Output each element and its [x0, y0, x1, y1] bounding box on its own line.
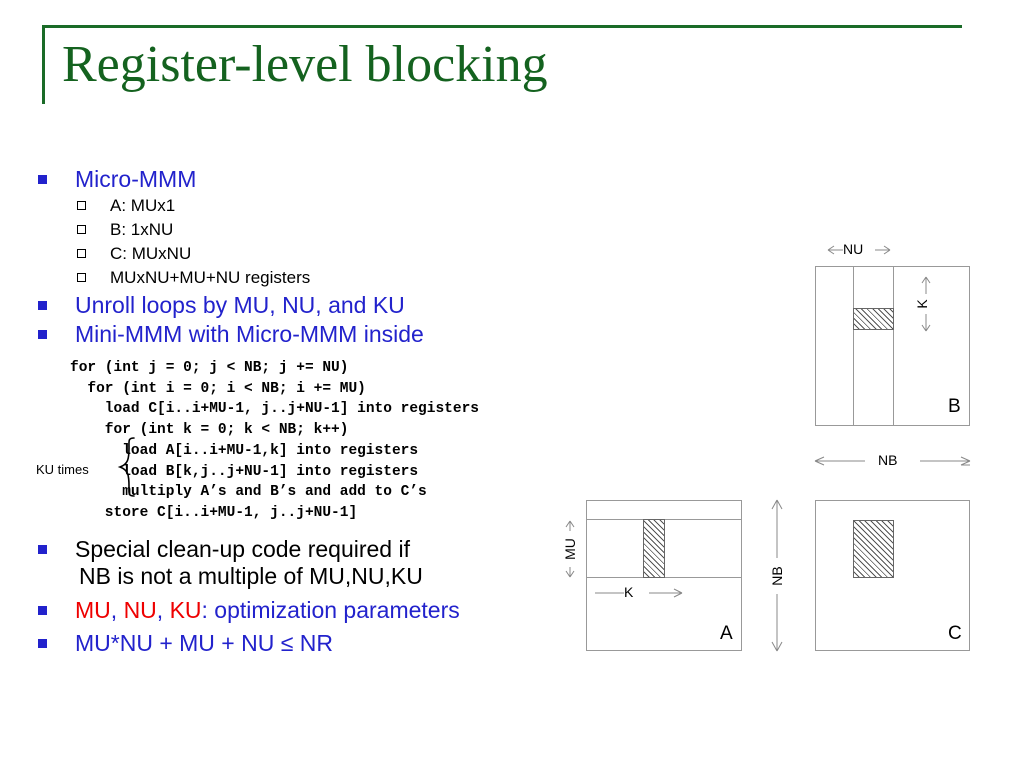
code-line: load B[k,j..j+NU-1] into registers — [70, 463, 419, 480]
bullet-label: Unroll loops by MU, NU, and KU — [75, 292, 405, 318]
code-line: for (int i = 0; i < NB; i += MU) — [70, 380, 366, 397]
code-line: load A[i..i+MU-1,k] into registers — [70, 442, 419, 459]
code-line: for (int k = 0; k < NB; k++) — [70, 422, 349, 439]
bullet-label: Mini-MMM with Micro-MMM inside — [75, 321, 424, 347]
code-line: for (int j = 0; j < NB; j += NU) — [70, 360, 349, 376]
dim-label-k-b: K — [914, 294, 930, 314]
cleanup-line-2: NB is not a multiple of MU,NU,KU — [79, 563, 423, 589]
bullet-optimization-parameters: MU, NU, KU: optimization parameters — [38, 597, 460, 624]
subbullet-marker-square — [77, 273, 86, 282]
matrix-a-micro-block — [643, 519, 665, 578]
subbullet-c-dims: C: MUxNU — [77, 243, 191, 264]
matrix-b-label: B — [948, 396, 961, 417]
subbullet-label: C: MUxNU — [110, 244, 192, 263]
cleanup-line-1: Special clean-up code required if — [75, 536, 410, 562]
subbullet-marker-square — [77, 201, 86, 210]
matrix-a-label: A — [720, 623, 733, 644]
dim-label-nu: NU — [843, 241, 864, 257]
ku-times-label: KU times — [36, 462, 89, 477]
subbullet-marker-square — [77, 225, 86, 234]
bullet-cleanup-code: Special clean-up code required if NB is … — [38, 536, 423, 590]
page-title: Register-level blocking — [62, 36, 548, 93]
param-tail: : optimization parameters — [201, 597, 460, 623]
bullet-register-inequality: MU*NU + MU + NU ≤ NR — [38, 630, 333, 657]
code-line: multiply A’s and B’s and add to C’s — [70, 484, 427, 501]
dim-arrow-k-horizontal — [595, 588, 683, 598]
param-sep-1: , — [110, 597, 124, 623]
pseudocode-block: for (int j = 0; j < NB; j += NU) for (in… — [70, 358, 479, 524]
curly-brace-icon — [117, 437, 135, 497]
param-mu: MU — [75, 597, 111, 623]
inequality-label: MU*NU + MU + NU ≤ NR — [75, 630, 333, 656]
bullet-unroll-loops: Unroll loops by MU, NU, and KU — [38, 292, 405, 319]
matrix-c-micro-block — [853, 520, 894, 578]
bullet-marker-square — [38, 330, 47, 339]
subbullet-label: B: 1xNU — [110, 220, 174, 239]
subbullet-a-dims: A: MUx1 — [77, 195, 175, 216]
param-ku: KU — [169, 597, 202, 623]
dim-arrow-nb-horizontal — [814, 456, 971, 466]
param-nu: NU — [123, 597, 157, 623]
dim-arrow-nu — [827, 245, 891, 255]
subbullet-label: A: MUx1 — [110, 196, 176, 215]
title-rule-vertical — [42, 25, 45, 104]
bullet-marker-square — [38, 606, 47, 615]
title-rule-horizontal — [42, 25, 962, 28]
bullet-micro-mmm: Micro-MMM — [38, 166, 196, 193]
subbullet-register-count: MUxNU+MU+NU registers — [77, 267, 310, 288]
matrix-b-box — [815, 266, 970, 426]
bullet-marker-square — [38, 545, 47, 554]
matrix-b-micro-block — [853, 308, 894, 330]
bullet-marker-square — [38, 639, 47, 648]
subbullet-marker-square — [77, 249, 86, 258]
code-line: load C[i..i+MU-1, j..j+NU-1] into regist… — [70, 401, 479, 418]
subbullet-b-dims: B: 1xNU — [77, 219, 173, 240]
dim-label-nb-vertical: NB — [769, 558, 785, 594]
matrix-c-label: C — [948, 623, 962, 644]
param-sep-2: , — [156, 597, 170, 623]
code-line: store C[i..i+MU-1, j..j+NU-1] — [70, 504, 358, 521]
dim-label-k-a: K — [624, 584, 634, 600]
subbullet-label: MUxNU+MU+NU registers — [110, 268, 311, 287]
bullet-label: Micro-MMM — [75, 166, 197, 192]
dim-label-mu: MU — [562, 531, 578, 567]
bullet-mini-mmm: Mini-MMM with Micro-MMM inside — [38, 321, 424, 348]
matrix-b-column-strip — [853, 266, 894, 426]
bullet-marker-square — [38, 301, 47, 310]
dim-label-nb-horizontal: NB — [878, 452, 898, 468]
bullet-marker-square — [38, 175, 47, 184]
